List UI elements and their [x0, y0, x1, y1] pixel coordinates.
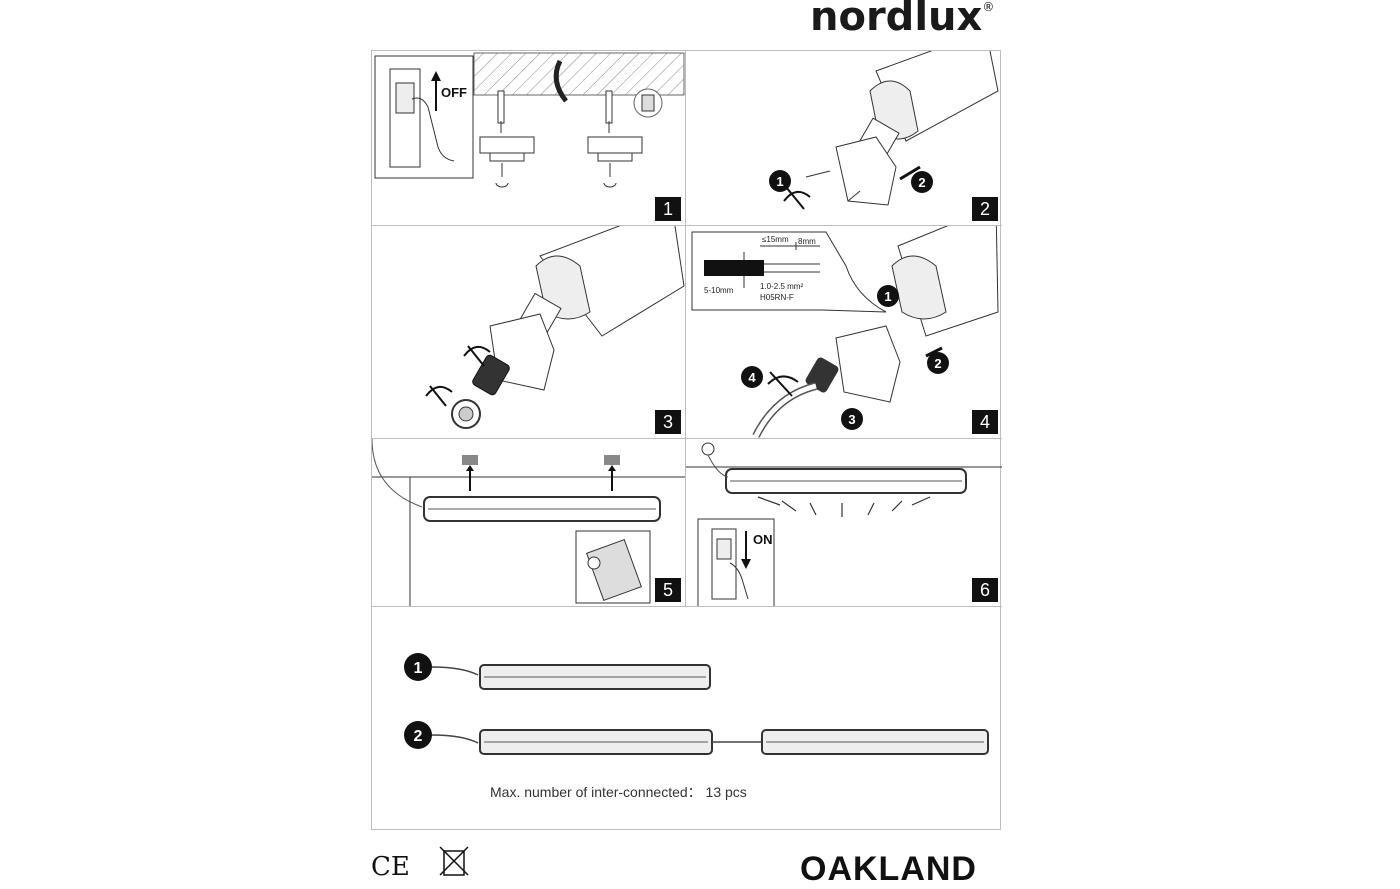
crossed-bin-icon	[436, 843, 472, 882]
step-2-illustration: 1 2	[769, 51, 999, 210]
step-3-panel: 3	[372, 226, 686, 439]
cable-diameter: 5-10mm	[704, 286, 734, 295]
step-number: 3	[655, 410, 681, 434]
cable-type: H05RN-F	[760, 293, 794, 302]
strip-length-inner: 8mm	[798, 237, 816, 246]
step-4-illustration: 1 2 3 4	[691, 226, 999, 438]
step-6-panel: ON 6	[686, 439, 1002, 607]
step-number: 4	[972, 410, 998, 434]
step-3-illustration	[425, 226, 685, 429]
step-number: 2	[972, 197, 998, 221]
step-4-panel: 1 2 3 4 ≤15mm 8mm 5-10mm 1.0-2.5 mm² H05…	[686, 226, 1002, 439]
step-number: 6	[972, 578, 998, 602]
max-interconnect-note: Max. number of inter-connected： 13 pcs	[490, 784, 747, 800]
product-name: OAKLAND	[800, 850, 977, 888]
callout-2: 2	[918, 175, 925, 190]
cable-cross-section: 1.0-2.5 mm²	[760, 282, 804, 291]
brand-logo: nordlux®	[810, 0, 995, 40]
option-1-marker: 1	[414, 660, 423, 677]
interconnect-panel: 1 2 Max. number of inter-connected： 13 p…	[372, 607, 1002, 831]
instruction-sheet: OFF 1 1 2 2	[371, 50, 1002, 831]
step-number: 5	[655, 578, 681, 602]
switch-off-label: OFF	[441, 85, 467, 100]
strip-length-outer: ≤15mm	[762, 235, 789, 244]
ce-mark: CE	[371, 852, 410, 882]
step-1-illustration	[374, 52, 685, 188]
callout-2: 2	[934, 356, 941, 371]
switch-on-label: ON	[753, 532, 773, 547]
step-1-panel: OFF 1	[372, 51, 686, 226]
callout-1: 1	[776, 174, 783, 189]
callout-1: 1	[884, 289, 891, 304]
step-5-panel: 5	[372, 439, 686, 607]
step-number: 1	[655, 197, 681, 221]
option-2-marker: 2	[414, 728, 423, 745]
callout-3: 3	[848, 412, 855, 427]
callout-4: 4	[748, 370, 756, 385]
step-5-illustration	[372, 439, 685, 606]
step-6-illustration	[686, 442, 1002, 606]
step-2-panel: 1 2 2	[686, 51, 1002, 226]
interconnect-illustration: 1 2	[404, 653, 989, 755]
